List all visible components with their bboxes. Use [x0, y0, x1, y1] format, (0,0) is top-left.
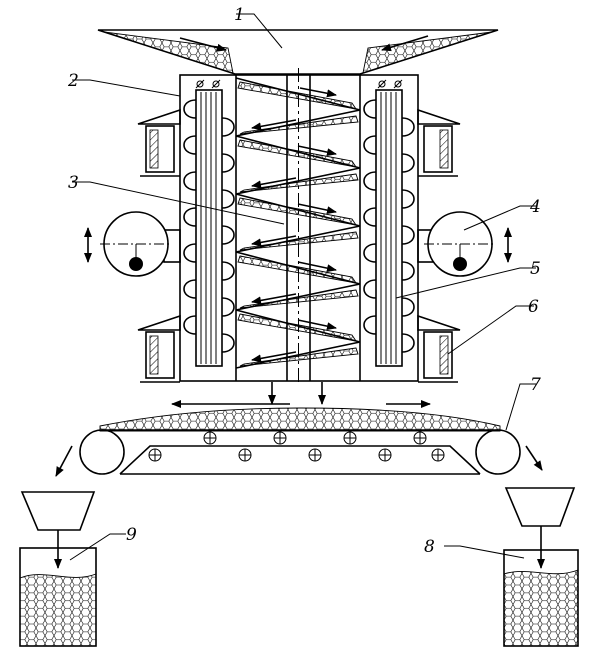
elastic-supports: [137, 108, 461, 383]
callout-1: 1: [234, 5, 245, 25]
callout-2: 2: [67, 71, 79, 91]
callout-labels: 1 2 3 4 5 6 7 8 9: [67, 5, 541, 557]
magnetic-system-left: [183, 79, 235, 367]
funnel-left: [20, 491, 96, 569]
callout-3: 3: [68, 173, 79, 193]
callout-6: 6: [528, 297, 539, 317]
belt-conveyor: [55, 400, 543, 477]
callout-5: 5: [530, 259, 541, 279]
callout-9: 9: [126, 525, 137, 545]
collecting-bin-left: [19, 547, 97, 647]
funnel-right: [504, 487, 576, 569]
vibrator-right: [417, 211, 512, 277]
feed-hopper: [97, 29, 499, 75]
magnetic-system-right: [363, 79, 415, 367]
discharge-arrows: [268, 382, 326, 405]
callout-4: 4: [529, 197, 541, 217]
idler-rollers: [148, 431, 445, 462]
cascade-shelves: [235, 77, 361, 369]
leader-lines: [69, 13, 536, 561]
collecting-bin-right: [503, 549, 579, 647]
vibrator-left: [84, 211, 181, 277]
callout-7: 7: [530, 375, 541, 395]
callout-8: 8: [424, 537, 435, 557]
